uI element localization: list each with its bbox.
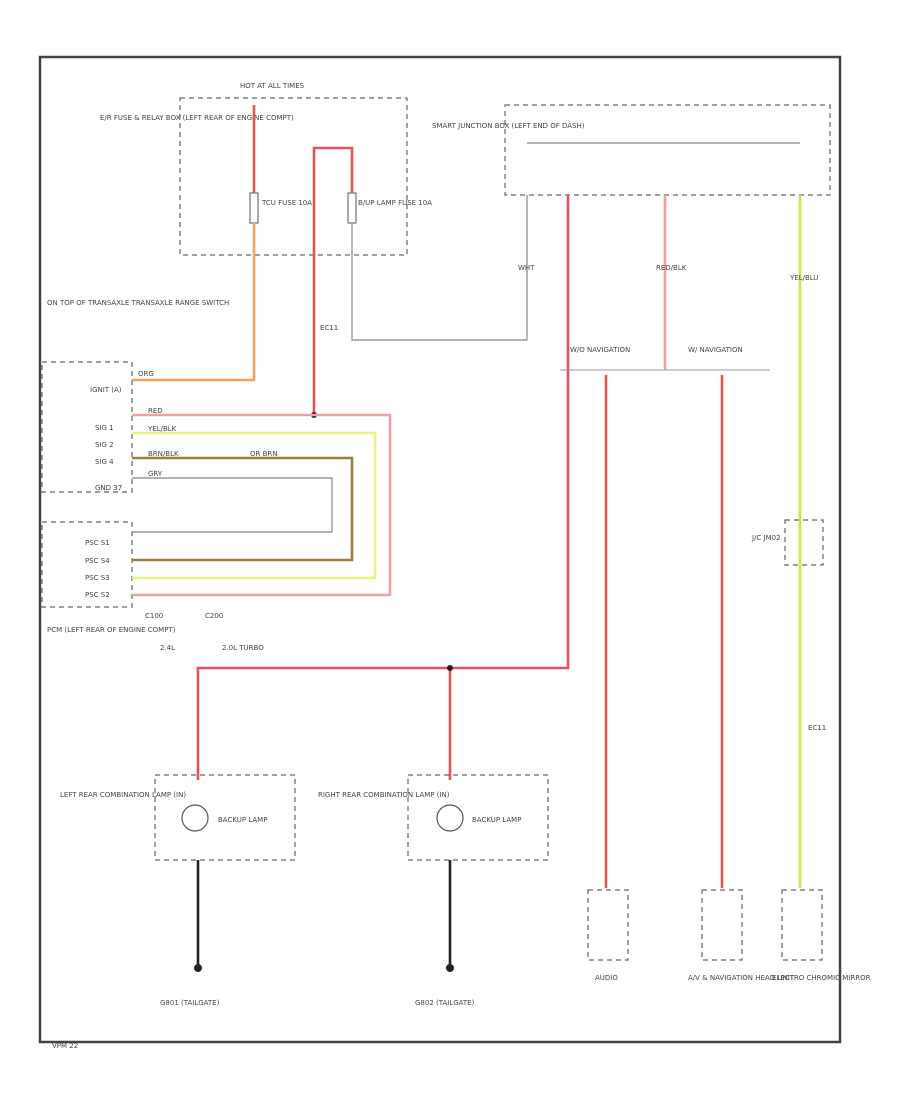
wire-bkup-feed [312, 146, 354, 415]
wire-label-redblk: RED/BLK [656, 264, 687, 272]
pin-sig2: SIG 2 [95, 441, 114, 449]
pcm-box [41, 521, 133, 608]
tcu-fuse [249, 192, 259, 224]
ground-g801-label: G801 (TAILGATE) [160, 999, 220, 1007]
lh-backup-label: BACKUP LAMP [218, 816, 267, 824]
eng-20t-label: 2.0L TURBO [222, 644, 264, 652]
rh-backup-lamp-icon [436, 804, 464, 832]
wire-label-yelblk: YEL/BLK [147, 425, 177, 433]
c100-label: C100 [145, 612, 163, 620]
wire-sjb-red [196, 195, 570, 780]
ground-g802-label: G802 (TAILGATE) [415, 999, 475, 1007]
rh-lamp-label: RIGHT REAR COMBINATION LAMP (IN) [318, 791, 450, 799]
tcu-fuse-label: TCU FUSE 10A [261, 199, 312, 207]
pin-psc1: PSC S1 [85, 539, 110, 547]
smart-junction-label: SMART JUNCTION BOX (LEFT END OF DASH) [432, 122, 585, 130]
wo-nav-label: W/O NAVIGATION [570, 346, 630, 354]
wire-label-org: ORG [138, 370, 154, 378]
eng-24-label: 2.4L [160, 644, 175, 652]
range-switch [41, 361, 133, 493]
pin-psc3: PSC S3 [85, 574, 110, 582]
w-nav-label: W/ NAVIGATION [688, 346, 743, 354]
diagram-frame [38, 55, 842, 1044]
wire-label-brnblk: BRN/BLK [148, 450, 179, 458]
mirror-box [781, 889, 823, 961]
jc-jm02 [784, 519, 824, 566]
wire-yel-loop [132, 431, 377, 580]
pin-psc2: PSC S2 [85, 591, 110, 599]
ground-g802-icon [446, 964, 454, 972]
av-head-box [701, 889, 743, 961]
pcm-label: PCM (LEFT REAR OF ENGINE COMPT) [47, 626, 176, 634]
pin-psc4: PSC S4 [85, 557, 110, 565]
rh-lamp-box [407, 774, 549, 861]
audio-label: AUDIO [595, 974, 618, 982]
hot-at-label: HOT AT ALL TIMES [240, 82, 305, 90]
er-fuse-label: E/R FUSE & RELAY BOX (LEFT REAR OF ENGIN… [100, 114, 294, 122]
wire-label-gry: GRY [148, 470, 163, 478]
smart-junction-box [504, 104, 831, 196]
figure-number: VPM 22 [52, 1042, 78, 1050]
lh-lamp-box [154, 774, 296, 861]
c200-label: C200 [205, 612, 223, 620]
rh-backup-label: BACKUP LAMP [472, 816, 521, 824]
wire-label-red: RED [148, 407, 163, 415]
ec11-label: EC11 [320, 324, 338, 332]
ec11b-label: EC11 [808, 724, 826, 732]
bkup-fuse-label: B/UP LAMP FUSE 10A [358, 199, 432, 207]
wire-label-orbrn: OR BRN [250, 450, 278, 458]
wire-brn-loop [132, 456, 354, 562]
pin-ignit: IGNIT (A) [90, 386, 122, 394]
er-fuse-box [179, 97, 408, 256]
wire-label-wht: WHT [518, 264, 535, 272]
bkup-fuse [347, 192, 357, 224]
jc-jm02-label: J/C JM02 [751, 534, 781, 542]
wire-red-loop [132, 413, 392, 597]
range-switch-label: ON TOP OF TRANSAXLE TRANSAXLE RANGE SWIT… [47, 299, 229, 307]
mirror-label: ELECTRO CHROMIC MIRROR [772, 974, 871, 982]
lh-lamp-label: LEFT REAR COMBINATION LAMP (IN) [60, 791, 186, 799]
wire-tcu-org [132, 223, 256, 382]
lh-backup-lamp-icon [181, 804, 209, 832]
wire-sjb-wht [351, 195, 528, 341]
av-head-label: A/V & NAVIGATION HEAD UNIT [688, 974, 795, 982]
splice-lamps [447, 665, 453, 671]
pin-sig4: SIG 4 [95, 458, 114, 466]
wire-gry-loop [132, 477, 333, 533]
pin-gnd: GND 37 [95, 484, 122, 492]
ground-g801-icon [194, 964, 202, 972]
audio-box [587, 889, 629, 961]
pin-sig1: SIG 1 [95, 424, 114, 432]
wire-label-yelblu: YEL/BLU [789, 274, 818, 282]
